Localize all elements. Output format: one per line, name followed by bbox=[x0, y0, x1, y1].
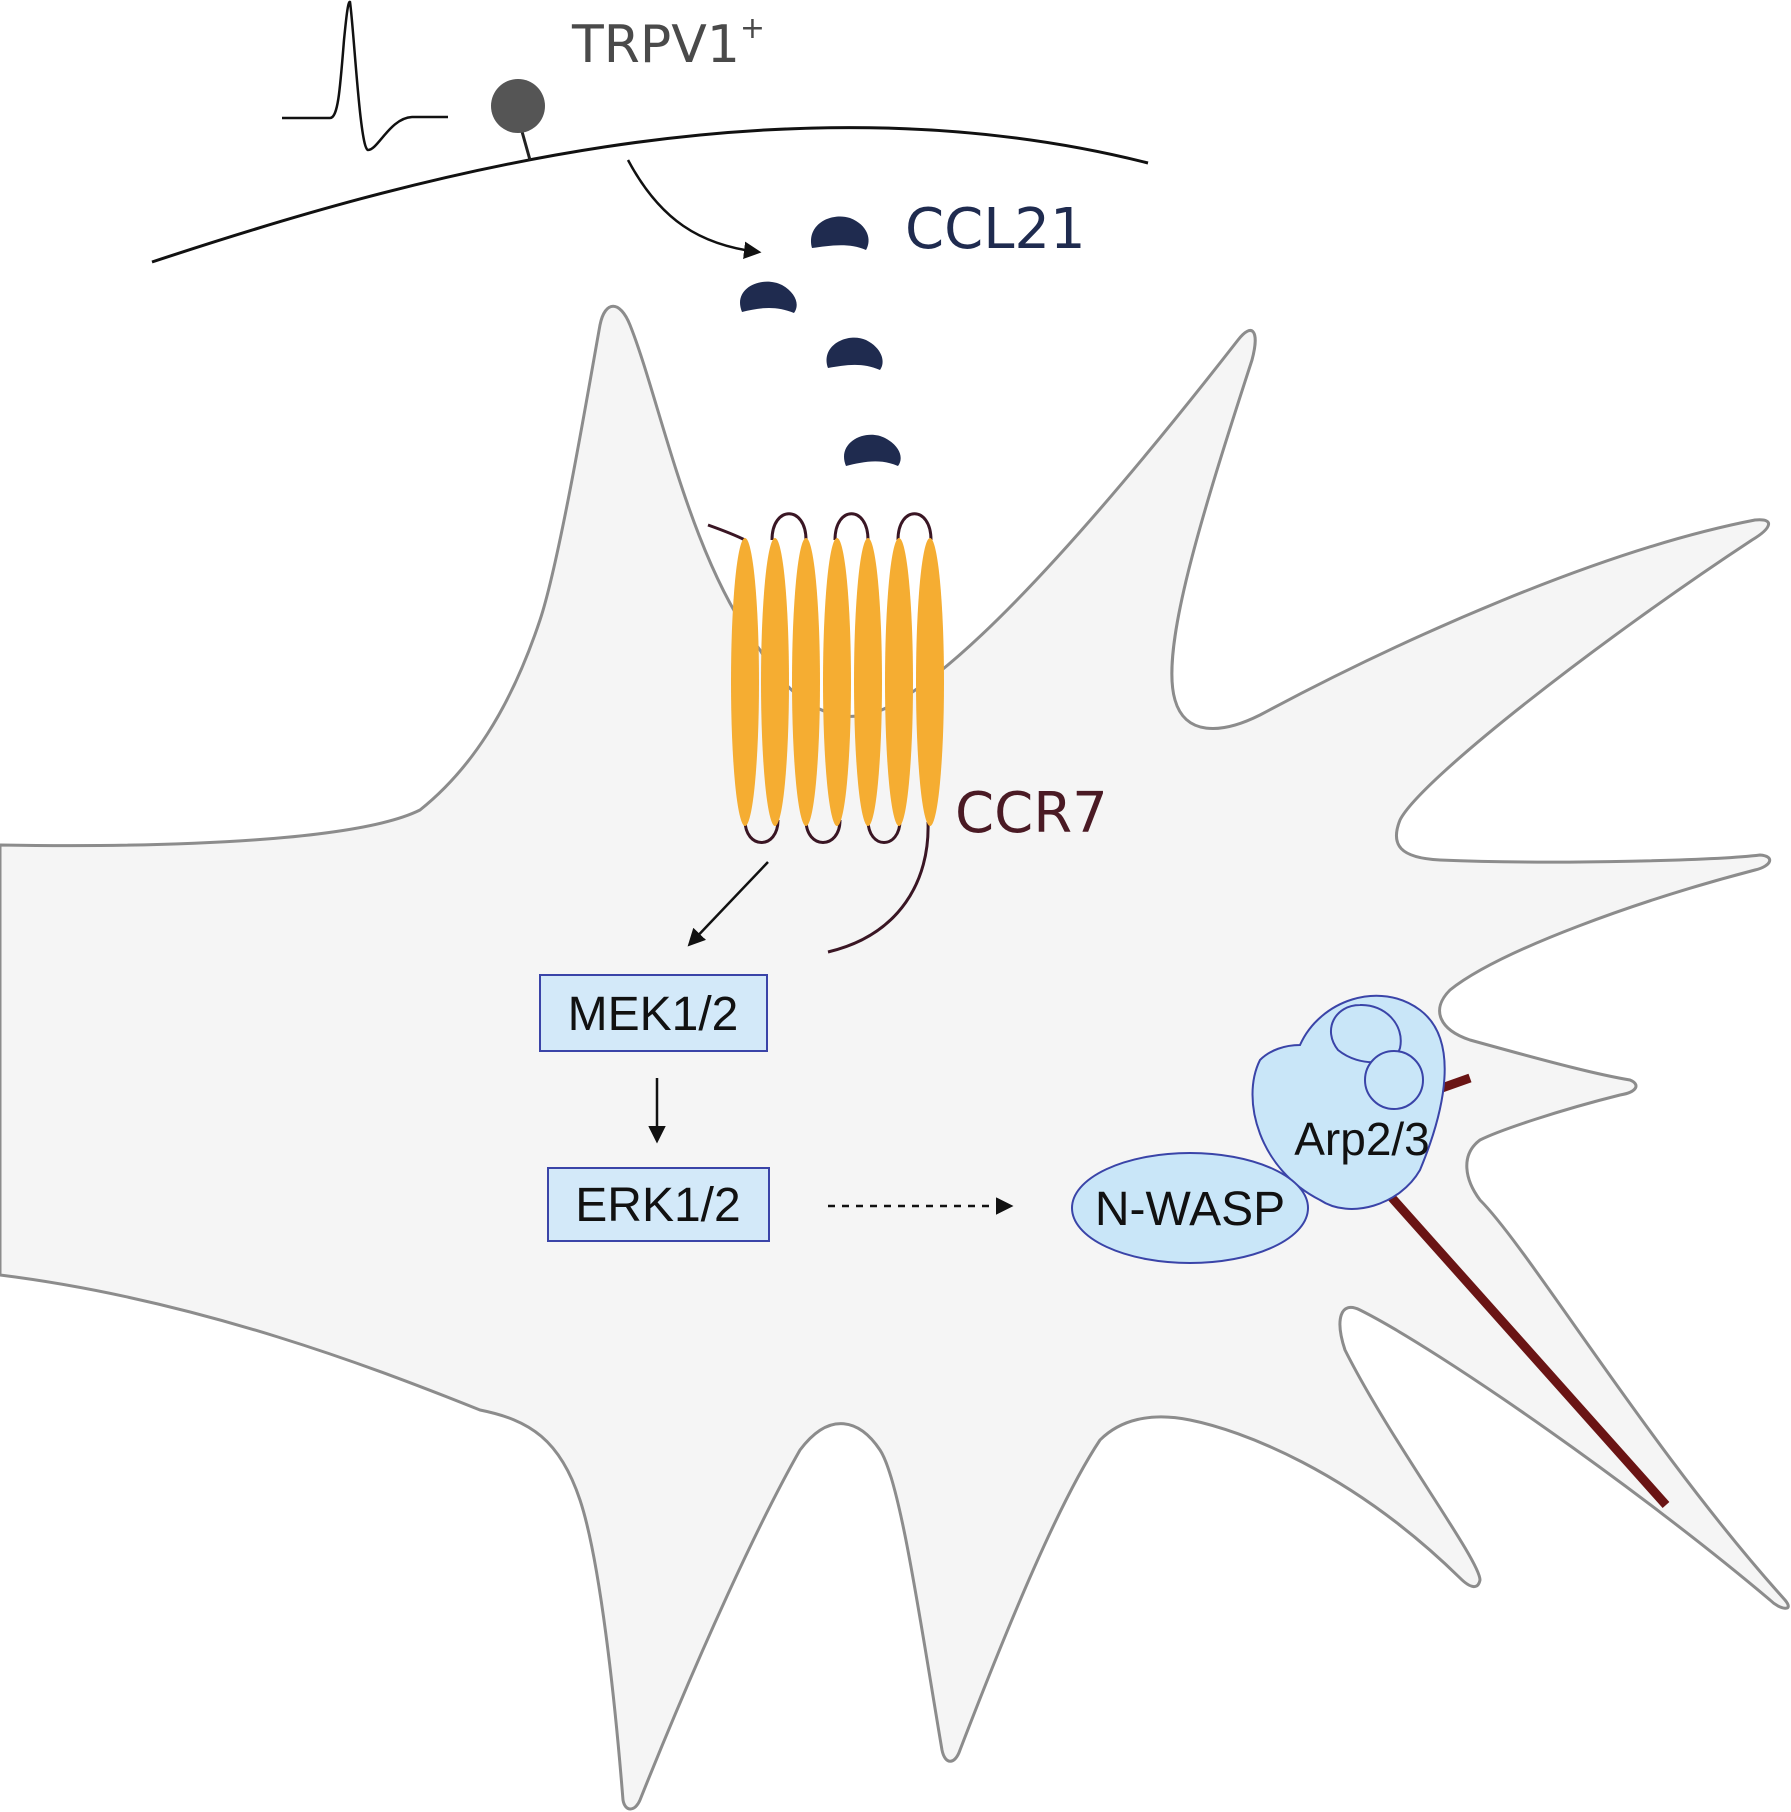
ccl21-molecule bbox=[811, 216, 869, 250]
arp23-label: Arp2/3 bbox=[1294, 1113, 1430, 1165]
trpv1-label: TRPV1+ bbox=[571, 11, 765, 75]
dendritic-cell-outline bbox=[0, 304, 1790, 1811]
ccl21-molecule bbox=[844, 434, 901, 466]
arp23-complex bbox=[1251, 994, 1446, 1210]
ccr7-helix bbox=[792, 538, 820, 826]
ccr7-c-terminal-tail bbox=[827, 821, 930, 954]
erk12-box bbox=[547, 1167, 770, 1242]
mek12-label: MEK1/2 bbox=[568, 988, 739, 1041]
action-potential-trace-icon bbox=[282, 0, 448, 152]
ccr7-helix bbox=[916, 538, 944, 826]
erk12-label: ERK1/2 bbox=[575, 1179, 740, 1232]
neuron-stalk bbox=[519, 127, 532, 161]
arp23-subunit bbox=[1364, 1050, 1424, 1110]
ccl21-molecule bbox=[740, 281, 797, 313]
ccr7-extracellular-loops bbox=[707, 512, 933, 542]
ccl21-molecule bbox=[826, 337, 883, 370]
ccr7-helix bbox=[731, 538, 759, 826]
nwasp-protein bbox=[1071, 1152, 1309, 1264]
ccr7-receptor bbox=[707, 512, 944, 954]
ccr7-label: CCR7 bbox=[955, 781, 1108, 846]
ccr7-helix bbox=[854, 538, 882, 826]
release-arrow bbox=[626, 159, 762, 260]
ccr7-helix bbox=[823, 538, 851, 826]
ccr7-intracellular-loops bbox=[743, 819, 902, 844]
ccl21-molecules bbox=[740, 216, 901, 466]
nwasp-label: N-WASP bbox=[1095, 1183, 1285, 1236]
activation-arrow-mek bbox=[687, 861, 769, 947]
neuron-soma-icon bbox=[491, 79, 545, 133]
actin-filament bbox=[1381, 1187, 1670, 1508]
neuron-membrane bbox=[151, 126, 1149, 264]
ccl21-label: CCL21 bbox=[905, 197, 1086, 262]
ccr7-helix bbox=[885, 538, 913, 826]
mek12-box bbox=[539, 974, 768, 1052]
ccr7-helix bbox=[761, 538, 789, 826]
